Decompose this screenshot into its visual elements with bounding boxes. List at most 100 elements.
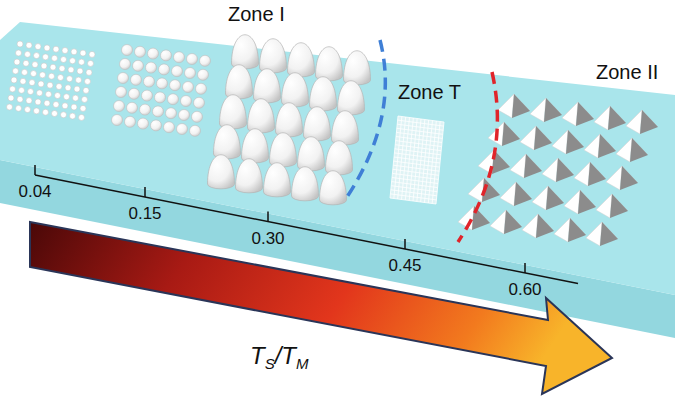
large-dome xyxy=(326,141,353,175)
pyramid-face xyxy=(562,102,578,126)
small-dome xyxy=(32,62,38,68)
pyramid xyxy=(500,182,532,206)
small-dome xyxy=(29,80,35,86)
small-dome xyxy=(73,95,79,101)
small-dome xyxy=(37,90,43,96)
medium-dome xyxy=(157,78,168,89)
pyramid-face xyxy=(564,190,580,214)
pyramid xyxy=(584,134,616,158)
small-dome xyxy=(31,71,37,77)
small-dome xyxy=(52,111,58,117)
small-dome xyxy=(16,105,22,111)
pyramid xyxy=(596,194,628,218)
small-dome xyxy=(38,81,44,87)
medium-dome xyxy=(187,54,198,65)
small-dome xyxy=(61,112,67,118)
pyramid-face xyxy=(536,214,554,238)
axis-tick xyxy=(404,239,406,249)
small-dome xyxy=(71,49,77,55)
small-dome xyxy=(52,55,58,61)
pyramid xyxy=(574,162,606,186)
pyramid-face xyxy=(626,110,642,134)
pyramid-face xyxy=(606,166,622,190)
small-dome xyxy=(47,82,53,88)
medium-dome xyxy=(142,90,153,101)
small-dome xyxy=(62,48,68,54)
pyramid-face xyxy=(554,218,570,242)
pyramid-face xyxy=(556,158,574,182)
large-dome xyxy=(242,129,269,163)
medium-dome xyxy=(148,48,159,59)
axis-tick xyxy=(267,212,269,222)
small-dome xyxy=(80,105,86,111)
medium-dome xyxy=(168,94,179,105)
small-dome xyxy=(64,94,70,100)
small-dome xyxy=(43,109,49,115)
small-dome xyxy=(58,75,64,81)
gradient-arrow xyxy=(30,222,612,394)
small-dome xyxy=(86,69,92,75)
medium-dome xyxy=(131,74,142,85)
medium-dome xyxy=(112,115,123,126)
axis-tick xyxy=(144,187,146,197)
axis-tick xyxy=(524,263,526,273)
small-dome xyxy=(62,103,68,109)
small-dome xyxy=(53,102,59,108)
small-dome xyxy=(56,84,62,90)
pyramid xyxy=(458,206,490,230)
large-dome xyxy=(288,43,315,77)
medium-dome xyxy=(185,68,196,79)
pyramid xyxy=(616,138,648,162)
pyramid-face xyxy=(468,178,484,202)
medium-dome xyxy=(135,46,146,57)
pyramid xyxy=(542,158,574,182)
small-dome xyxy=(35,44,41,50)
pyramid-face xyxy=(588,162,606,186)
small-dome xyxy=(53,46,59,52)
small-dome xyxy=(82,96,88,102)
large-dome xyxy=(214,125,241,159)
pyramid-face xyxy=(500,182,516,206)
small-dome xyxy=(79,114,85,120)
medium-dome xyxy=(129,88,140,99)
small-dome xyxy=(22,69,28,75)
small-dome xyxy=(28,89,34,95)
small-dome xyxy=(83,87,89,93)
pyramid-face xyxy=(598,134,616,158)
pyramid xyxy=(594,106,626,130)
pyramid xyxy=(510,154,542,178)
pyramid-face xyxy=(490,210,506,234)
axis-value: 0.04 xyxy=(18,183,51,200)
pyramid-array xyxy=(458,94,658,246)
red-boundary xyxy=(458,72,497,242)
dome-arrays xyxy=(7,35,371,205)
small-dome xyxy=(35,99,41,105)
pyramid-face xyxy=(584,134,600,158)
medium-dome xyxy=(170,80,181,91)
large-dome xyxy=(270,133,297,167)
medium-dome xyxy=(133,60,144,71)
grid-line xyxy=(390,198,436,204)
medium-dome xyxy=(179,110,190,121)
pyramid xyxy=(554,218,586,242)
small-dome xyxy=(50,64,56,70)
grid-patch xyxy=(390,116,444,204)
medium-dome xyxy=(192,111,203,122)
large-dome xyxy=(304,107,331,141)
large-dome xyxy=(220,95,247,129)
axis-value: 0.30 xyxy=(251,230,284,247)
axis-value: 0.60 xyxy=(508,281,541,298)
large-dome xyxy=(310,77,337,111)
large-dome xyxy=(320,171,347,205)
large-dome xyxy=(260,39,287,73)
small-dome xyxy=(40,72,46,78)
pyramid xyxy=(532,186,564,210)
subscript: M xyxy=(296,355,309,372)
pyramid-face xyxy=(576,102,594,126)
pyramid-face xyxy=(534,126,552,150)
medium-dome xyxy=(144,76,155,87)
small-dome xyxy=(11,77,17,83)
small-dome xyxy=(59,66,65,72)
